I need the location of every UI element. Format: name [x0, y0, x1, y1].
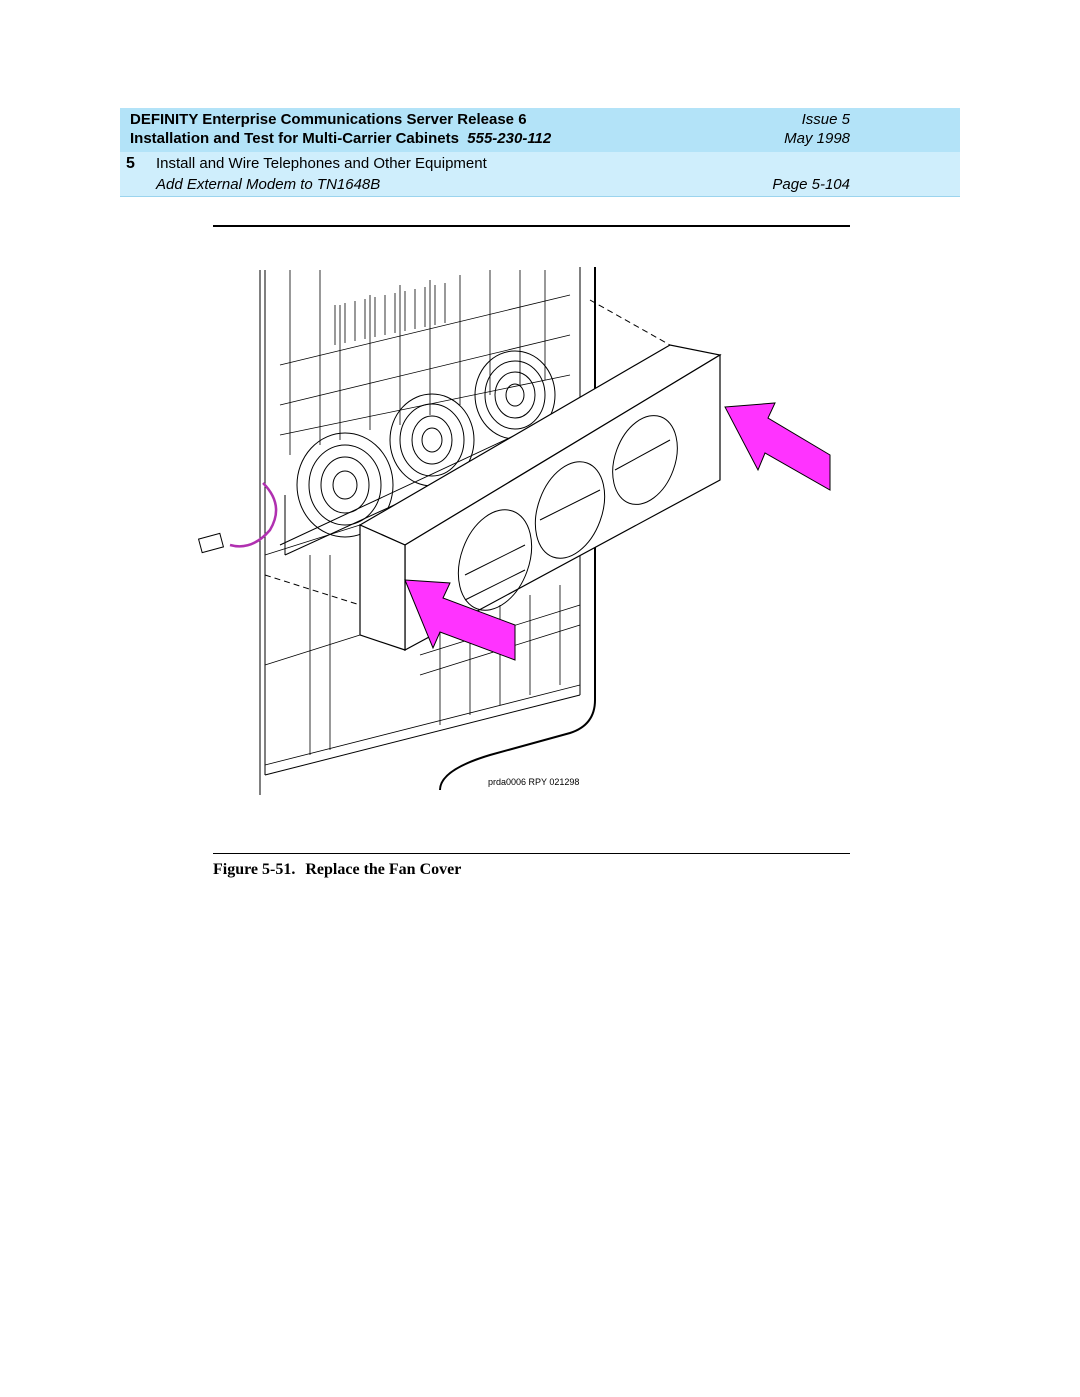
chapter-number: 5: [126, 155, 135, 172]
product-title: DEFINITY Enterprise Communications Serve…: [130, 111, 527, 128]
chapter-title: Install and Wire Telephones and Other Eq…: [156, 155, 487, 172]
subtitle-text: Installation and Test for Multi-Carrier …: [130, 130, 459, 147]
top-rule: [213, 225, 850, 227]
issue-label: Issue 5: [801, 111, 850, 128]
document-subtitle: Installation and Test for Multi-Carrier …: [130, 130, 551, 148]
header-bottom-band: [120, 152, 960, 197]
page-number: Page 5-104: [772, 176, 850, 193]
illustration-id: prda0006 RPY 021298: [488, 777, 580, 787]
caption-rule: [213, 853, 850, 854]
doc-number: 555-230-112: [467, 130, 552, 147]
issue-date: May 1998: [784, 130, 850, 147]
figure-label: Figure 5-51.: [213, 861, 296, 878]
fan-cover-illustration: [197, 267, 831, 795]
section-title: Add External Modem to TN1648B: [156, 176, 381, 193]
figure-caption: Figure 5-51. Replace the Fan Cover: [213, 861, 471, 879]
header-top-band: [120, 108, 960, 152]
figure-caption-text: Replace the Fan Cover: [305, 861, 462, 878]
